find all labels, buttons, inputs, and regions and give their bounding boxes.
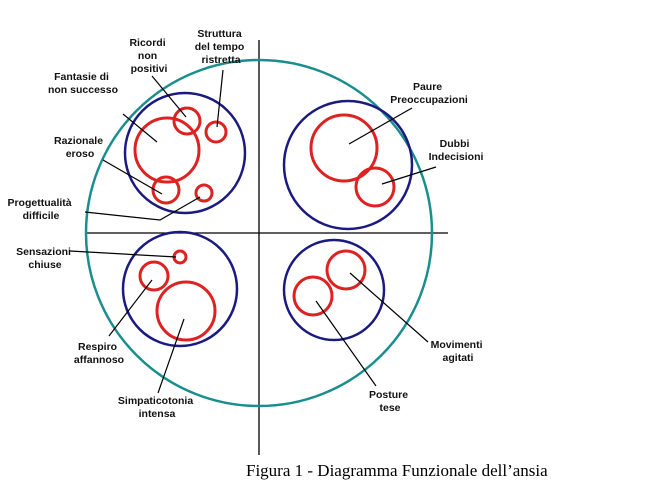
leader-respiro	[108, 279, 153, 337]
leader-posture	[315, 300, 377, 387]
circle-posture	[292, 275, 334, 317]
leader-paure	[348, 107, 413, 145]
label-respiro: Respiro affannoso	[74, 341, 124, 366]
circle-struttura	[204, 120, 228, 144]
leader-ricordi	[151, 75, 187, 118]
leader-razionale	[102, 159, 163, 195]
circle-respiro	[138, 260, 170, 292]
leader-simpaticotonia	[157, 318, 185, 394]
label-paure: Paure Preoccupazioni	[390, 81, 468, 106]
leader-struttura	[216, 69, 224, 128]
circle-dubbi	[354, 166, 396, 208]
circle-fantasie-small	[151, 175, 181, 205]
figure-caption: Figura 1 - Diagramma Funzionale dell’ans…	[246, 461, 548, 480]
circle-progettualita	[194, 183, 214, 203]
circle-movimenti	[325, 249, 367, 291]
quadrant-circle-bottom-right	[282, 238, 386, 342]
label-razionale: Razionale eroso	[54, 135, 106, 160]
label-sensazioni: Sensazioni chiuse	[16, 246, 74, 271]
leader-progettualita	[84, 196, 201, 221]
label-struttura: Struttura del tempo ristretta	[195, 28, 248, 66]
label-dubbi: Dubbi Indecisioni	[429, 138, 484, 163]
label-movimenti: Movimenti agitati	[431, 339, 486, 364]
label-ricordi: Ricordi non positivi	[129, 37, 168, 75]
circle-razionale	[133, 116, 201, 184]
leader-sensazioni	[69, 250, 177, 258]
quadrant-circle-top-left	[123, 91, 247, 215]
outer-circle	[84, 58, 434, 408]
quadrant-circle-bottom-left	[121, 230, 239, 348]
label-simpaticotonia: Simpaticotonia intensa	[118, 395, 196, 420]
circle-paure	[309, 113, 379, 183]
circle-simpaticotonia	[155, 280, 217, 342]
leader-fantasie	[122, 113, 158, 143]
leader-movimenti	[349, 272, 429, 343]
label-fantasie: Fantasie di non successo	[48, 71, 118, 96]
leader-dubbi	[381, 166, 437, 185]
label-posture: Posture tese	[369, 389, 411, 414]
circle-ricordi	[172, 106, 202, 136]
label-progettualita: Progettualità difficile	[7, 197, 74, 222]
quadrant-circle-top-right	[282, 99, 414, 231]
